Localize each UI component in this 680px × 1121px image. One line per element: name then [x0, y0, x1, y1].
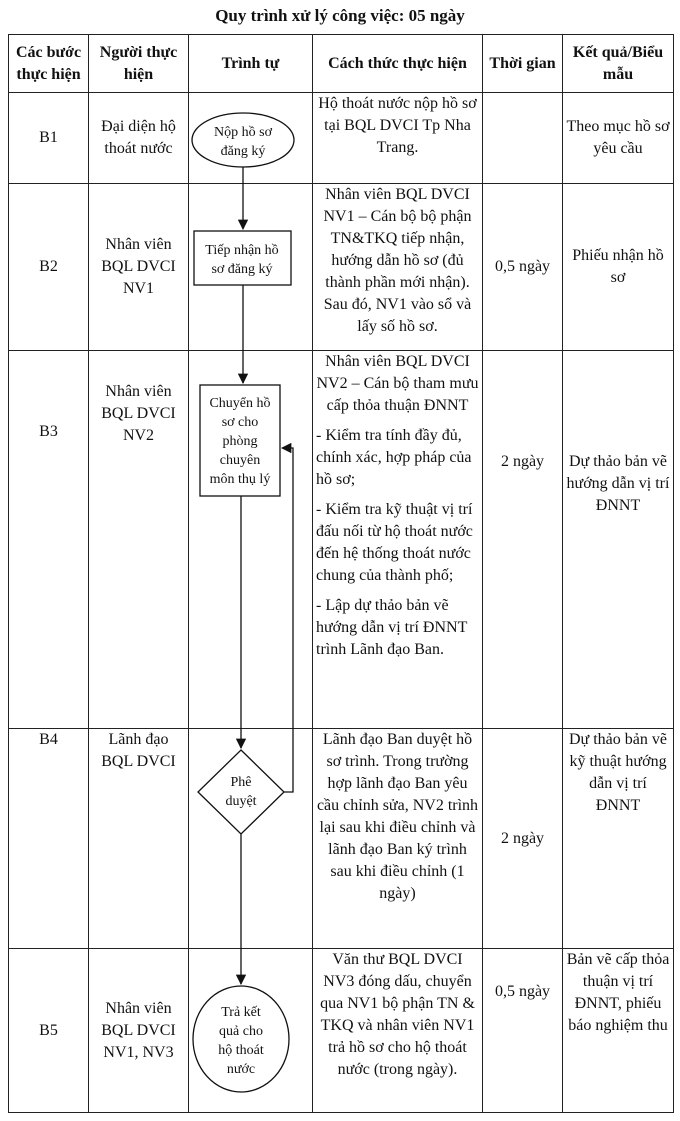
flow-cell-b5	[188, 948, 313, 1113]
result-b5: Bản vẽ cấp thỏa thuận vị trí ĐNNT, phiếu…	[562, 948, 674, 1113]
header-time: Thời gian	[482, 34, 563, 93]
table-row: B2 Nhân viên BQL DVCI NV1 Nhân viên BQL …	[8, 183, 674, 351]
time-b5: 0,5 ngày	[482, 948, 563, 1113]
person-b2: Nhân viên BQL DVCI NV1	[88, 183, 189, 351]
method-b1: Hộ thoát nước nộp hồ sơ tại BQL DVCI Tp …	[312, 92, 483, 184]
result-b4: Dự thảo bản vẽ kỹ thuật hướng dẫn vị trí…	[562, 728, 674, 949]
header-result: Kết quả/Biểu mẫu	[562, 34, 674, 93]
table-header-row: Các bước thực hiện Người thực hiện Trình…	[8, 34, 674, 93]
method-b3-item: - Kiểm tra kỹ thuật vị trí đấu nối từ hộ…	[316, 501, 473, 584]
time-b3: 2 ngày	[482, 350, 563, 729]
header-sequence: Trình tự	[188, 34, 313, 93]
person-b4: Lãnh đạo BQL DVCI	[88, 728, 189, 949]
page-title: Quy trình xử lý công việc: 05 ngày	[215, 6, 465, 25]
table-row: B1 Đại diện hộ thoát nước Hộ thoát nước …	[8, 92, 674, 184]
method-b3-item: - Lập dự thảo bản vẽ hướng dẫn vị trí ĐN…	[316, 597, 468, 658]
step-b4: B4	[8, 728, 89, 949]
person-b1: Đại diện hộ thoát nước	[88, 92, 189, 184]
header-method: Cách thức thực hiện	[312, 34, 483, 93]
person-b3: Nhân viên BQL DVCI NV2	[88, 350, 189, 729]
result-b2: Phiếu nhận hồ sơ	[562, 183, 674, 351]
step-b3: B3	[8, 350, 89, 729]
step-b5: B5	[8, 948, 89, 1113]
person-b5: Nhân viên BQL DVCI NV1, NV3	[88, 948, 189, 1113]
method-b5: Văn thư BQL DVCI NV3 đóng dấu, chuyển qu…	[312, 948, 483, 1113]
table-row: B4 Lãnh đạo BQL DVCI Lãnh đạo Ban duyệt …	[8, 728, 674, 949]
method-b3: Nhân viên BQL DVCI NV2 – Cán bộ tham mưu…	[312, 350, 483, 729]
procedure-table: Các bước thực hiện Người thực hiện Trình…	[8, 34, 674, 1113]
flow-cell-b3	[188, 350, 313, 729]
method-b3-item: - Kiểm tra tính đầy đủ, chính xác, hợp p…	[316, 427, 472, 488]
header-person: Người thực hiện	[88, 34, 189, 93]
table-row: B5 Nhân viên BQL DVCI NV1, NV3 Văn thư B…	[8, 948, 674, 1113]
time-b1	[482, 92, 563, 184]
result-b1: Theo mục hồ sơ yêu cầu	[562, 92, 674, 184]
method-b2: Nhân viên BQL DVCI NV1 – Cán bộ bộ phận …	[312, 183, 483, 351]
time-b2: 0,5 ngày	[482, 183, 563, 351]
flow-cell-b1	[188, 92, 313, 184]
time-b4: 2 ngày	[482, 728, 563, 949]
step-b2: B2	[8, 183, 89, 351]
result-b3: Dự thảo bản vẽ hướng dẫn vị trí ĐNNT	[562, 350, 674, 729]
flow-cell-b4	[188, 728, 313, 949]
flow-cell-b2	[188, 183, 313, 351]
header-step: Các bước thực hiện	[8, 34, 89, 93]
method-b4: Lãnh đạo Ban duyệt hồ sơ trình. Trong tr…	[312, 728, 483, 949]
method-b3-intro: Nhân viên BQL DVCI NV2 – Cán bộ tham mưu…	[316, 353, 479, 414]
step-b1: B1	[8, 92, 89, 184]
table-row: B3 Nhân viên BQL DVCI NV2 Nhân viên BQL …	[8, 350, 674, 729]
